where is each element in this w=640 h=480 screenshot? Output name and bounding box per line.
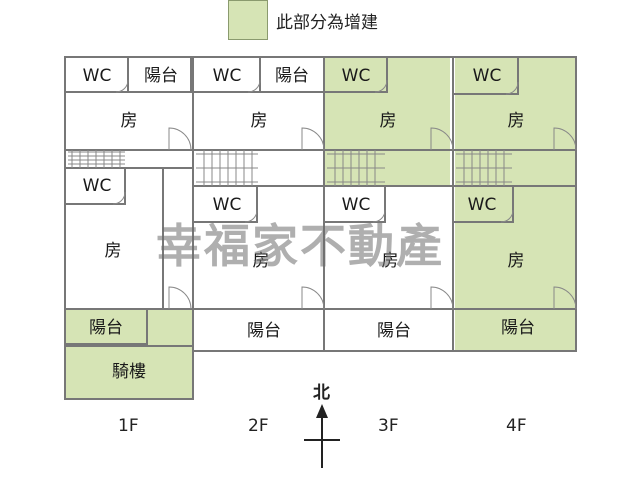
stairs-2f	[196, 150, 258, 186]
f3-room-main: 房	[382, 251, 399, 271]
floor-label-3f: 3F	[378, 416, 399, 436]
door-1f-room	[168, 127, 192, 151]
f4-wc-top: WC	[473, 66, 502, 86]
floor-label-4f: 4F	[506, 416, 527, 436]
stairs-1f	[68, 150, 125, 168]
f2-room-main: 房	[253, 251, 270, 271]
stairs-3f	[327, 150, 385, 186]
f1-balcony-bottom: 陽台	[89, 318, 123, 338]
floor-label-1f: 1F	[118, 416, 139, 436]
f1-arcade: 騎樓	[112, 362, 146, 382]
f3-wc-main: WC	[342, 195, 371, 215]
f4-room-main: 房	[508, 251, 525, 271]
north-arrow-icon	[304, 404, 340, 468]
f1-wc-top: WC	[83, 66, 112, 86]
f1-wc-main: WC	[83, 176, 112, 196]
floor-label-2f: 2F	[248, 416, 269, 436]
f2-wc-top: WC	[213, 66, 242, 86]
f1-balcony-top: 陽台	[144, 66, 178, 86]
f2-room-top: 房	[251, 111, 268, 131]
f2-wc-main: WC	[213, 195, 242, 215]
f1-room-main: 房	[105, 241, 122, 261]
north-label: 北	[313, 383, 330, 403]
f3-balcony-bottom: 陽台	[377, 321, 411, 341]
f3-room-top: 房	[380, 111, 397, 131]
f4-wc-main: WC	[468, 195, 497, 215]
f4-balcony-bottom: 陽台	[501, 318, 535, 338]
f3-wc-top: WC	[342, 66, 371, 86]
stairs-4f	[456, 150, 512, 186]
f2-balcony-bottom: 陽台	[247, 321, 281, 341]
extension-1f	[65, 310, 193, 398]
legend-swatch	[228, 0, 268, 40]
extension-4f	[455, 57, 576, 351]
f1-room-top: 房	[121, 111, 138, 131]
f2-balcony-top: 陽台	[275, 66, 309, 86]
legend-text: 此部分為增建	[276, 13, 378, 33]
f4-room-top: 房	[508, 111, 525, 131]
watermark: 幸福家不動產	[156, 219, 444, 273]
